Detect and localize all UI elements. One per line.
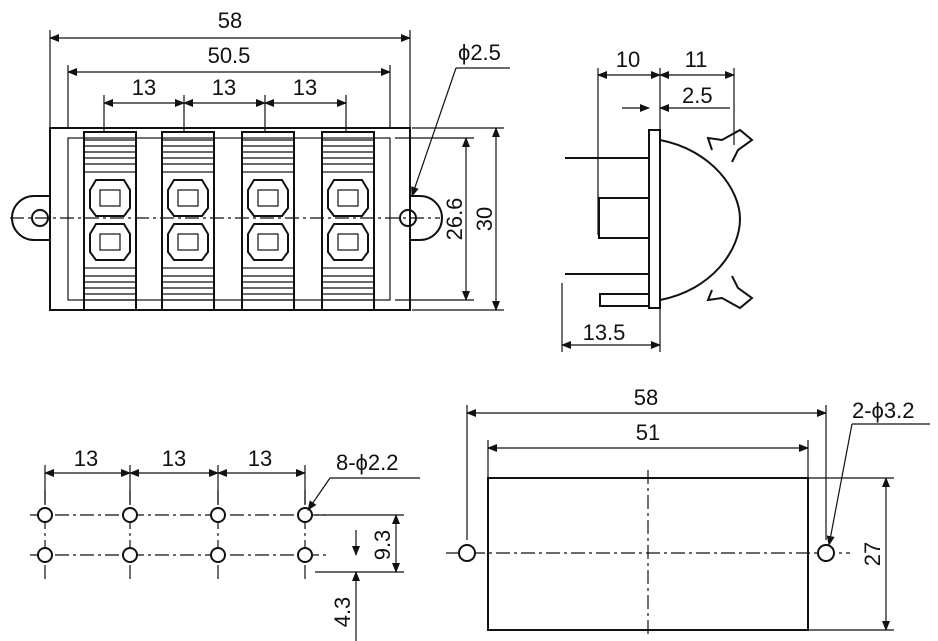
dim-11-label: 11 xyxy=(685,47,708,72)
cutout-dim-58-label: 58 xyxy=(634,385,658,410)
dim-4-3-label: 4.3 xyxy=(330,597,355,628)
side-plate xyxy=(648,129,661,309)
cutout-hole-left xyxy=(458,544,476,562)
dim-2-5-label: 2.5 xyxy=(682,83,713,108)
dim-50-5-label: 50.5 xyxy=(208,43,251,68)
dim-9-3-label: 9.3 xyxy=(370,530,395,561)
pitch-label-3: 13 xyxy=(293,75,317,100)
dim-13-5-label: 13.5 xyxy=(583,320,626,345)
cutout-dim-27-label: 27 xyxy=(860,542,885,566)
dim-26-6-label: 26.6 xyxy=(442,198,467,241)
side-view: 10 11 2.5 13.5 xyxy=(561,47,754,352)
pcb-pitch-label-2: 13 xyxy=(162,446,186,471)
terminal-body xyxy=(49,127,411,311)
pcb-holes-label: 8-ϕ2.2 xyxy=(336,450,398,475)
cutout-hole-right xyxy=(817,544,835,562)
pitch-label-2: 13 xyxy=(212,75,236,100)
front-view: 58 50.5 13 13 13 xyxy=(10,8,510,311)
dim-58-label: 58 xyxy=(218,8,242,33)
pcb-pitch-label-3: 13 xyxy=(248,446,272,471)
pcb-holes xyxy=(37,507,313,563)
dim-10-label: 10 xyxy=(616,47,640,72)
pcb-pitch-label-1: 13 xyxy=(74,446,98,471)
terminal-cells xyxy=(83,131,375,311)
cutout-dim-51-label: 51 xyxy=(636,420,660,445)
panel-cutout: 58 51 2-ϕ3.2 27 xyxy=(446,385,930,636)
pcb-layout: 13 13 13 8-ϕ2.2 9.3 4.3 xyxy=(30,446,420,641)
hole-diameter-label: ϕ2.5 xyxy=(458,40,501,65)
dim-30-label: 30 xyxy=(472,207,497,231)
pitch-label-1: 13 xyxy=(132,75,156,100)
cutout-holes-label: 2-ϕ3.2 xyxy=(852,398,914,423)
